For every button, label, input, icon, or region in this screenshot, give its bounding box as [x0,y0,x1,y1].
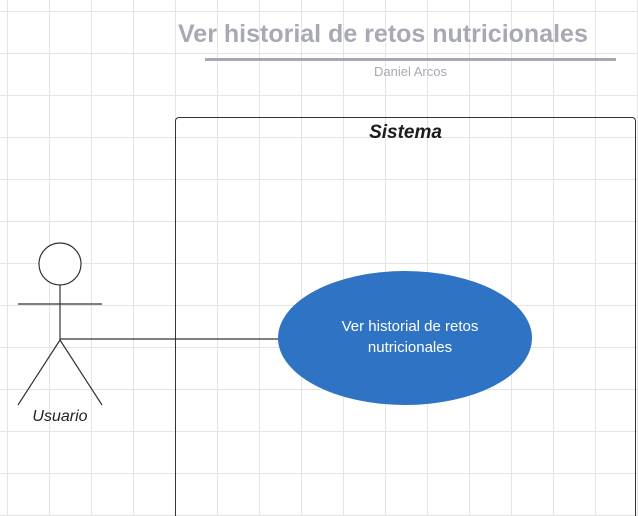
use-case-ellipse[interactable] [278,271,532,405]
actor-head [38,242,82,286]
use-case-label: Ver historial de retos nutricionales [341,318,479,356]
actor-figure[interactable] [17,242,103,406]
actor-label: Usuario [32,408,88,425]
system-boundary[interactable] [175,117,636,516]
diagram-title: Ver historial de retos nutricionales [178,20,588,48]
diagram-author: Daniel Arcos [374,64,447,79]
title-underline [205,58,616,61]
actor-left-leg [17,339,61,406]
actor-right-leg [59,339,103,406]
system-label: Sistema [369,122,442,143]
